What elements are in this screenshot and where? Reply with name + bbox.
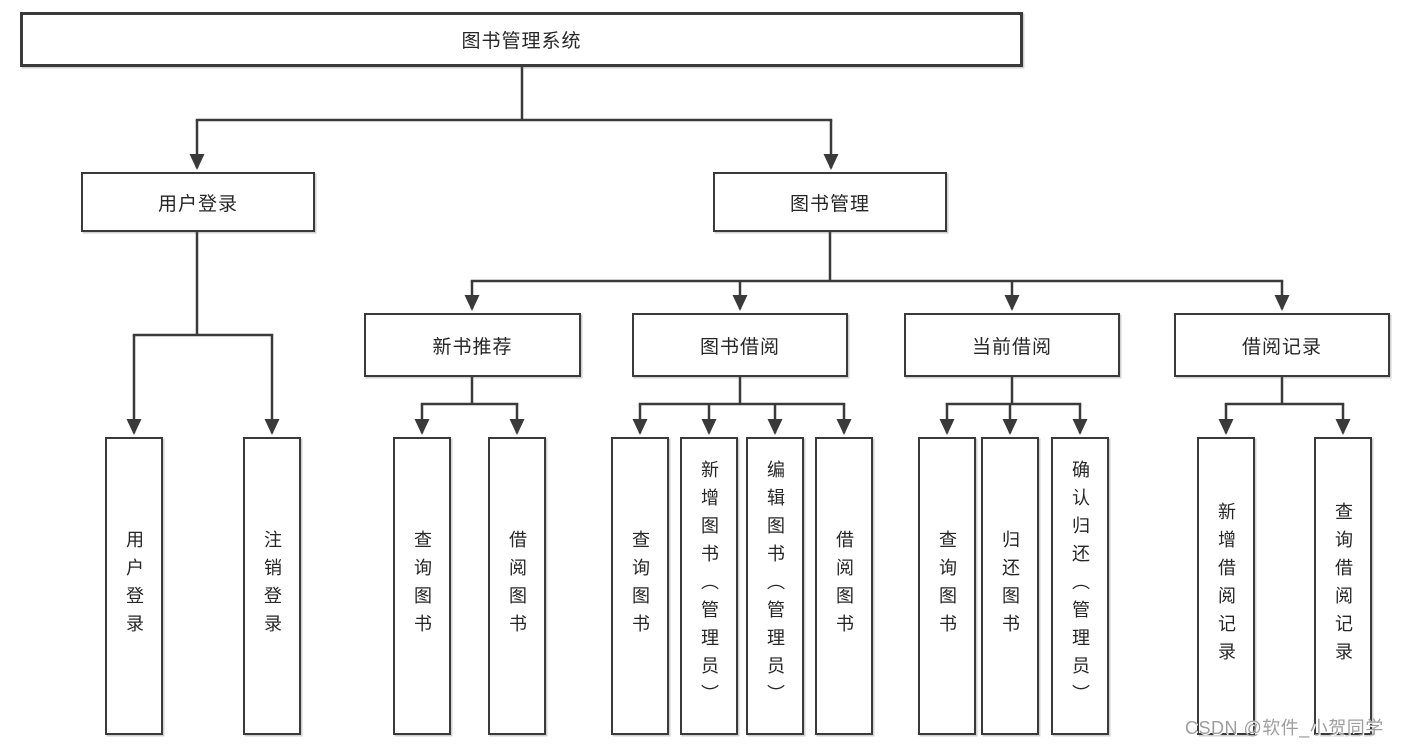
node-borrowing-records: 借阅记录 (1174, 313, 1390, 377)
csdn-watermark: CSDN @软件_小贺同学 (1185, 718, 1384, 738)
leaf-label: 借阅图书 (834, 530, 854, 642)
leaf-label: 归还图书 (1000, 530, 1020, 642)
leaf-label: 借阅图书 (507, 530, 527, 642)
leaf-label: 用户登录 (124, 530, 144, 642)
leaf-label: 新增图书（管理员） (699, 460, 719, 712)
leaf-label: 查询图书 (412, 530, 432, 642)
leaf-label: 查询图书 (630, 530, 650, 642)
node-book-management: 图书管理 (713, 172, 947, 232)
node-new-book-recommendation: 新书推荐 (364, 313, 581, 377)
leaf-query-books-current: 查询图书 (918, 437, 976, 735)
leaf-return-books: 归还图书 (981, 437, 1039, 735)
node-label: 新书推荐 (432, 336, 513, 358)
leaf-label: 编辑图书（管理员） (765, 460, 785, 712)
node-user-login-group: 用户登录 (81, 172, 315, 232)
leaf-label: 查询借阅记录 (1333, 502, 1353, 670)
leaf-user-login: 用户登录 (105, 437, 163, 735)
node-root-system: 图书管理系统 (20, 12, 1023, 67)
node-book-borrowing: 图书借阅 (632, 313, 848, 377)
node-label: 借阅记录 (1241, 336, 1322, 358)
leaf-query-borrow-record: 查询借阅记录 (1314, 437, 1372, 735)
node-label: 图书管理 (789, 193, 870, 215)
leaf-label: 确认归还（管理员） (1070, 460, 1090, 712)
leaf-logout: 注销登录 (243, 437, 301, 735)
leaf-query-books-recommend: 查询图书 (393, 437, 451, 735)
leaf-add-book-admin: 新增图书（管理员） (680, 437, 738, 735)
leaf-edit-book-admin: 编辑图书（管理员） (746, 437, 804, 735)
node-label: 用户登录 (157, 193, 238, 215)
leaf-query-books-borrowing: 查询图书 (611, 437, 669, 735)
leaf-borrow-books-recommend: 借阅图书 (488, 437, 546, 735)
leaf-borrow-books-borrowing: 借阅图书 (815, 437, 873, 735)
node-label: 图书借阅 (699, 336, 780, 358)
leaf-add-borrow-record: 新增借阅记录 (1197, 437, 1255, 735)
leaf-label: 新增借阅记录 (1216, 502, 1236, 670)
node-label: 图书管理系统 (461, 31, 582, 52)
leaf-label: 查询图书 (937, 530, 957, 642)
node-label: 当前借阅 (971, 336, 1052, 358)
leaf-confirm-return-admin: 确认归还（管理员） (1051, 437, 1109, 735)
leaf-label: 注销登录 (262, 530, 282, 642)
node-current-borrowing: 当前借阅 (904, 313, 1120, 377)
